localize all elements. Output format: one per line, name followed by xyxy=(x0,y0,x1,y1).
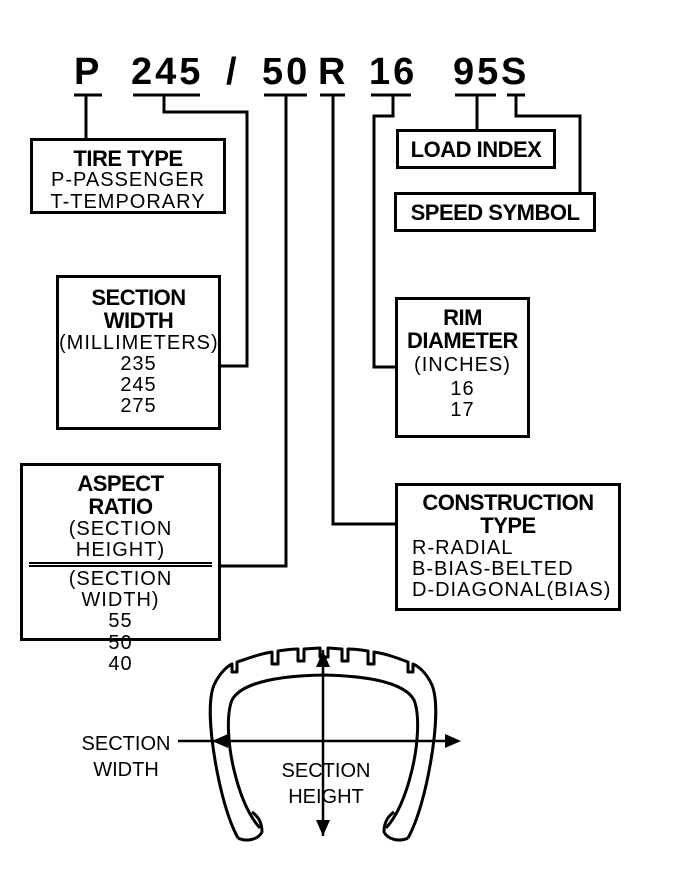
aspect-ratio-numerator: (SECTION HEIGHT) xyxy=(29,518,212,564)
tire-bead-right xyxy=(382,810,409,842)
tire-type-line: P-PASSENGER xyxy=(51,169,205,192)
section-width-box: SECTION WIDTH (MILLIMETERS) 235 245 275 xyxy=(56,275,221,430)
section-width-value: 235 xyxy=(120,352,157,375)
section-width-label-line: WIDTH xyxy=(93,759,159,781)
aspect-ratio-title: RATIO xyxy=(88,494,153,520)
code-section-width: 245 xyxy=(131,51,204,93)
arrowhead-right xyxy=(445,734,461,748)
code-aspect-ratio: 50 xyxy=(262,51,311,93)
section-height-label-line: SECTION xyxy=(281,760,371,782)
section-width-value: 275 xyxy=(120,395,157,418)
section-width-label: SECTION WIDTH xyxy=(74,731,178,783)
arrowhead-left xyxy=(212,734,228,748)
rim-diameter-unit: (INCHES) xyxy=(414,353,511,376)
code-slash: / xyxy=(226,51,240,93)
rim-diameter-value: 16 xyxy=(450,377,475,400)
construction-type-box: CONSTRUCTION TYPE R-RADIAL B-BIAS-BELTED… xyxy=(395,483,621,611)
aspect-ratio-value: 40 xyxy=(108,652,133,675)
section-height-label: SECTION HEIGHT xyxy=(268,758,384,810)
construction-type-title: TYPE xyxy=(480,513,536,539)
speed-symbol-box: SPEED SYMBOL xyxy=(394,192,596,232)
tire-type-title: TIRE TYPE xyxy=(73,146,183,171)
load-index-title: LOAD INDEX xyxy=(410,137,542,162)
section-width-unit: (MILLIMETERS) xyxy=(59,331,219,354)
aspect-ratio-denominator: (SECTION WIDTH) xyxy=(29,565,212,611)
connector-aspect-ratio xyxy=(217,95,288,568)
code-tire-type: P xyxy=(74,51,103,93)
load-index-box: LOAD INDEX xyxy=(396,129,556,169)
connector-speed-symbol xyxy=(514,95,582,196)
construction-type-line: B-BIAS-BELTED xyxy=(412,557,574,580)
tire-type-box: TIRE TYPE P-PASSENGER T-TEMPORARY xyxy=(30,138,226,214)
rim-diameter-box: RIM DIAMETER (INCHES) 16 17 xyxy=(395,297,530,438)
tire-type-line: T-TEMPORARY xyxy=(50,190,206,213)
construction-type-line: R-RADIAL xyxy=(412,536,514,559)
connector-section-width xyxy=(162,95,249,368)
rim-diameter-title: RIM xyxy=(443,305,482,330)
construction-type-title: CONSTRUCTION xyxy=(422,490,594,515)
aspect-ratio-value: 50 xyxy=(108,631,133,654)
arrowhead-down xyxy=(316,820,330,836)
section-width-title: WIDTH xyxy=(103,308,174,334)
aspect-ratio-value: 55 xyxy=(108,610,133,633)
code-rim-diameter: 16 xyxy=(369,51,418,93)
code-construction: R xyxy=(318,51,349,93)
aspect-ratio-title: ASPECT xyxy=(77,471,164,496)
aspect-ratio-box: ASPECT RATIO (SECTION HEIGHT) (SECTION W… xyxy=(20,463,221,674)
speed-symbol-title: SPEED SYMBOL xyxy=(410,200,580,225)
arrowhead-up xyxy=(316,651,330,667)
construction-type-line: D-DIAGONAL(BIAS) xyxy=(412,579,612,601)
connector-construction xyxy=(331,95,395,526)
tire-bead-left xyxy=(237,810,264,842)
connector-rim-diameter xyxy=(372,95,396,369)
section-width-title: SECTION xyxy=(91,285,186,310)
section-height-label-line: HEIGHT xyxy=(288,786,364,808)
section-width-value: 245 xyxy=(120,374,157,396)
section-width-label-line: SECTION xyxy=(81,733,171,755)
rim-diameter-title: DIAMETER xyxy=(407,328,518,354)
code-load-index: 95 xyxy=(453,51,502,93)
code-speed-symbol: S xyxy=(501,51,530,93)
rim-diameter-value: 17 xyxy=(450,399,475,421)
